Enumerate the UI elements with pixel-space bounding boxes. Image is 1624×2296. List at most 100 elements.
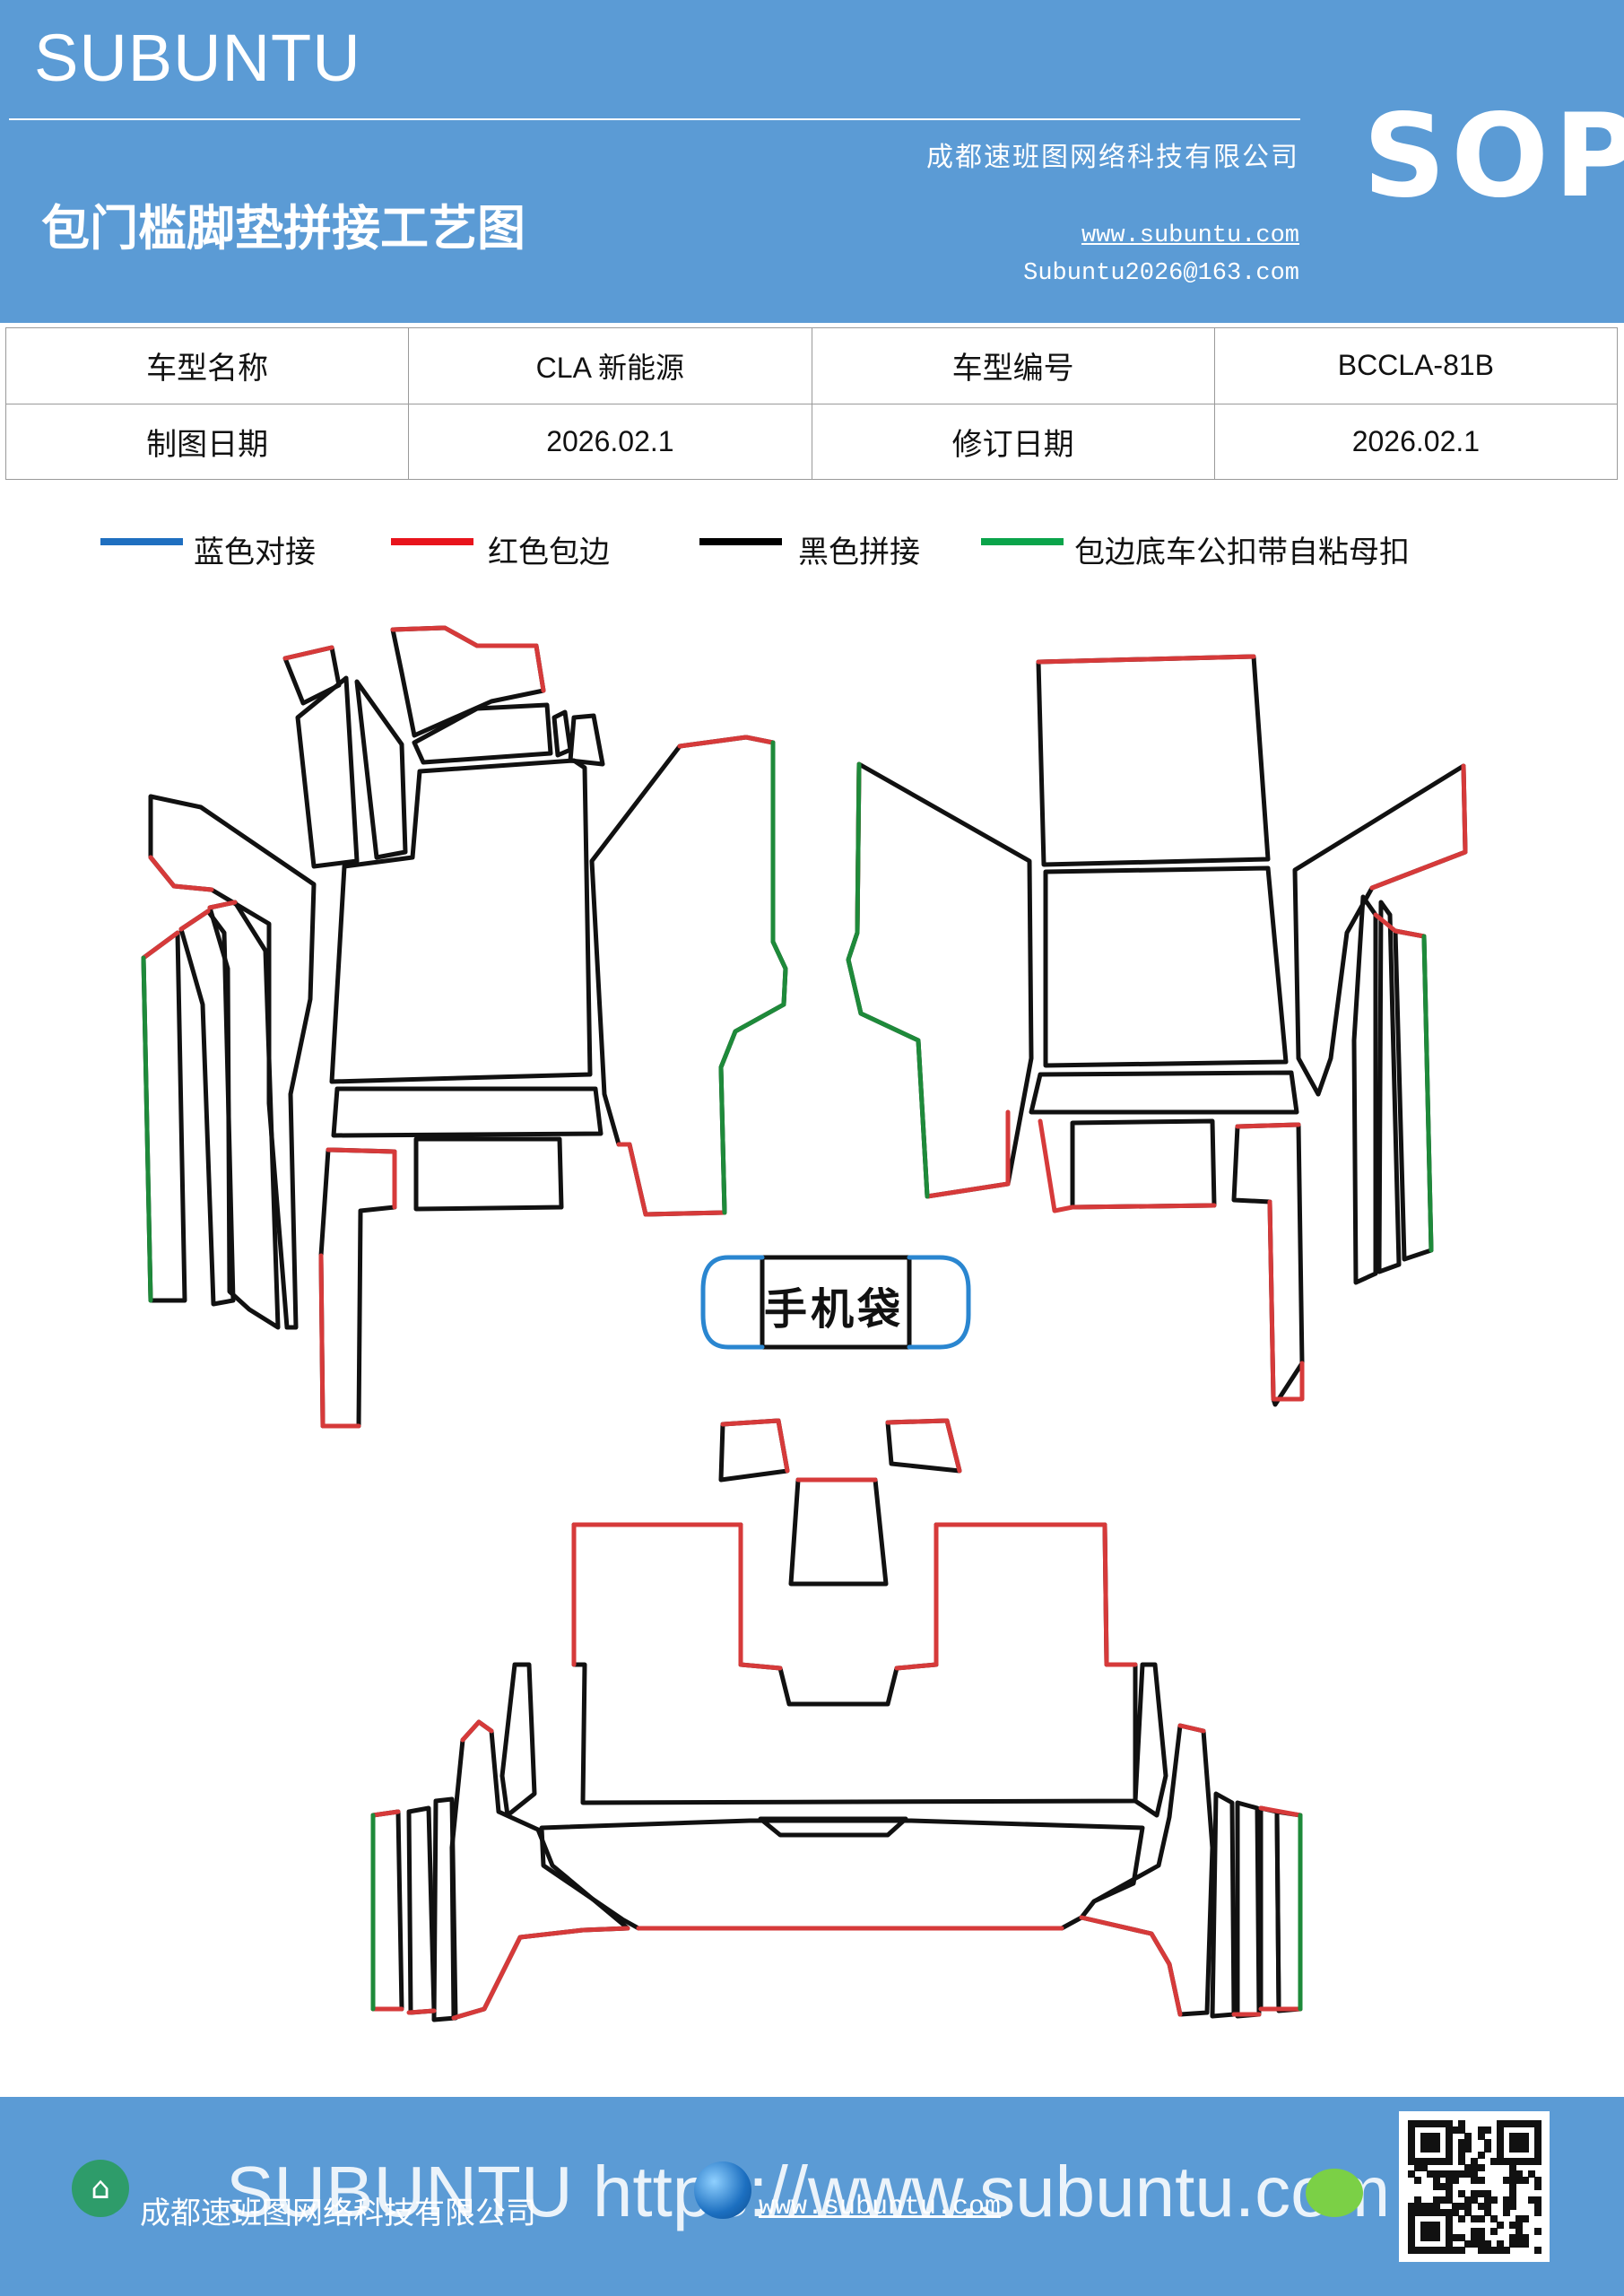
- qr-module: [1452, 2233, 1460, 2241]
- qr-module: [1433, 2208, 1441, 2216]
- green-edge: [846, 761, 930, 1199]
- qr-module: [1446, 2139, 1454, 2147]
- red-edge: [1235, 1122, 1301, 1129]
- qr-module: [1408, 2126, 1415, 2135]
- qr-module: [1408, 2120, 1415, 2127]
- qr-module: [1521, 2214, 1529, 2222]
- qr-module: [1408, 2246, 1415, 2254]
- blue-joint: [907, 1255, 971, 1350]
- globe-icon: [694, 2161, 751, 2219]
- qr-module: [1446, 2170, 1454, 2179]
- red-edge: [1036, 654, 1256, 665]
- qr-module: [1515, 2214, 1523, 2222]
- qr-module: [1515, 2177, 1523, 2185]
- qr-module: [1427, 2233, 1435, 2241]
- qr-module: [1458, 2120, 1466, 2127]
- qr-module: [1471, 2158, 1479, 2166]
- qr-module: [1508, 2133, 1516, 2141]
- sill-piece: [1231, 1122, 1305, 1407]
- qr-module: [1533, 2177, 1541, 2185]
- qr-module: [1420, 2208, 1429, 2216]
- qr-module: [1464, 2145, 1472, 2153]
- qr-module: [1464, 2139, 1472, 2147]
- qr-module: [1433, 2183, 1441, 2191]
- mat-strip: [1133, 1662, 1168, 1818]
- qr-module: [1477, 2239, 1485, 2248]
- qr-module: [1427, 2133, 1435, 2141]
- qr-module: [1521, 2177, 1529, 2185]
- website-link[interactable]: www.subuntu.com: [1081, 222, 1299, 249]
- qr-code[interactable]: [1399, 2111, 1550, 2262]
- red-edge: [1177, 1723, 1206, 1734]
- rear-main: [571, 1522, 1138, 1805]
- document-title: 包门槛脚垫拼接工艺图: [41, 199, 525, 257]
- qr-module: [1477, 2246, 1485, 2254]
- contact-email[interactable]: Subuntu2026@163.com: [1023, 260, 1299, 287]
- qr-module: [1496, 2120, 1504, 2127]
- qr-module: [1502, 2158, 1510, 2166]
- mat-piece: [1070, 1118, 1217, 1210]
- qr-module: [1515, 2139, 1523, 2147]
- qr-module: [1408, 2145, 1415, 2153]
- qr-module: [1414, 2208, 1422, 2216]
- qr-module: [1502, 2246, 1510, 2254]
- mat-outline-drawing: [141, 625, 1468, 2022]
- qr-module: [1464, 2133, 1472, 2141]
- sop-badge: SOP: [1363, 90, 1624, 223]
- mat-piece: [354, 679, 408, 860]
- qr-module: [1508, 2233, 1516, 2241]
- qr-module: [1452, 2246, 1460, 2254]
- qr-module: [1527, 2196, 1535, 2204]
- mat-piece: [1043, 865, 1289, 1068]
- qr-module: [1533, 2145, 1541, 2153]
- mat-strip: [449, 1719, 630, 2021]
- qr-module: [1533, 2208, 1541, 2216]
- qr-module: [1439, 2196, 1447, 2204]
- qr-module: [1533, 2120, 1541, 2127]
- qr-module: [1496, 2139, 1504, 2147]
- qr-module: [1471, 2164, 1479, 2172]
- qr-module: [1533, 2227, 1541, 2235]
- qr-module: [1420, 2139, 1429, 2147]
- qr-module: [1433, 2196, 1441, 2204]
- qr-module: [1408, 2152, 1415, 2160]
- mat-strip: [1210, 1791, 1237, 2019]
- qr-module: [1452, 2208, 1460, 2216]
- mat-strip: [370, 1809, 404, 2012]
- mat-piece: [1029, 1070, 1299, 1115]
- qr-module: [1420, 2233, 1429, 2241]
- qr-module: [1464, 2196, 1472, 2204]
- qr-module: [1427, 2120, 1435, 2127]
- red-edge: [282, 645, 334, 661]
- qr-module: [1471, 2189, 1479, 2197]
- qr-module: [1496, 2221, 1504, 2229]
- qr-module: [1471, 2227, 1479, 2235]
- qr-module: [1515, 2120, 1523, 2127]
- mat-strip: [178, 909, 236, 1307]
- qr-module: [1477, 2164, 1485, 2172]
- qr-module: [1533, 2202, 1541, 2210]
- green-edge: [141, 955, 153, 1303]
- qr-module: [1433, 2227, 1441, 2235]
- qr-module: [1483, 2189, 1491, 2197]
- qr-module: [1446, 2183, 1454, 2191]
- red-edge: [318, 1253, 361, 1429]
- footer-website-link[interactable]: www.subuntu.com: [759, 2192, 1002, 2222]
- legend-swatch-black: [699, 538, 782, 545]
- qr-module: [1408, 2139, 1415, 2147]
- qr-module: [1521, 2120, 1529, 2127]
- qr-module: [1515, 2239, 1523, 2248]
- mat-strip: [1079, 1723, 1215, 2017]
- qr-module: [1502, 2208, 1510, 2216]
- qr-module: [1508, 2189, 1516, 2197]
- table-row: 制图日期 2026.02.1 修订日期 2026.02.1: [4, 403, 1619, 480]
- qr-module: [1427, 2246, 1435, 2254]
- qr-module: [1464, 2208, 1472, 2216]
- qr-module: [1527, 2158, 1535, 2166]
- phone-pocket-label: 手机袋: [764, 1284, 905, 1335]
- qr-module: [1420, 2246, 1429, 2254]
- qr-module: [1515, 2233, 1523, 2241]
- qr-module: [1458, 2145, 1466, 2153]
- qr-module: [1439, 2246, 1447, 2254]
- revision-date-value: 2026.02.1: [1213, 403, 1619, 480]
